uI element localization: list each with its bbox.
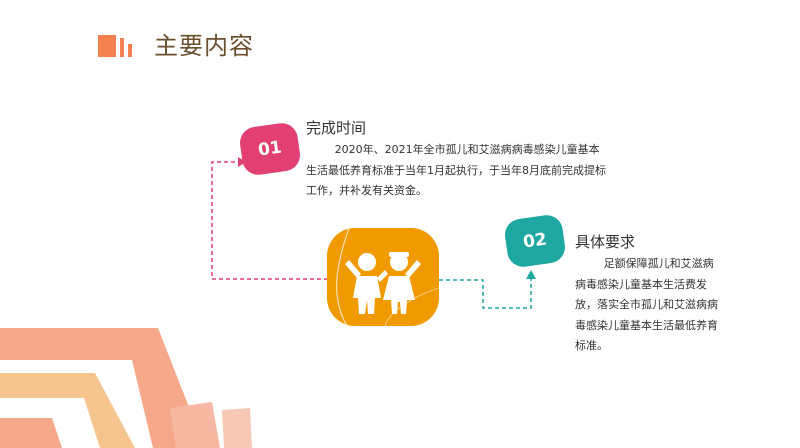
step-number: 01 <box>256 137 284 161</box>
step-badge-01: 01 <box>237 121 303 177</box>
step-badge-02: 02 <box>502 213 568 269</box>
children-playing-icon <box>336 228 439 326</box>
center-tile <box>327 228 439 326</box>
section-heading: 完成时间 <box>306 119 367 137</box>
section-heading: 具体要求 <box>575 233 636 251</box>
section-body: 2020年、2021年全市孤儿和艾滋病病毒感染儿童基本生活最低养育标准于当年1月… <box>306 143 606 197</box>
corner-frame-shapes <box>0 328 252 448</box>
page-title: 主要内容 <box>154 32 254 60</box>
connector-line-2 <box>439 278 532 309</box>
bar-chart-logo-icon <box>98 35 134 57</box>
step-number: 02 <box>521 229 549 253</box>
section-body: 足额保障孤儿和艾滋病病毒感染儿童基本生活费发放，落实全市孤儿和艾滋病病毒感染儿童… <box>575 257 718 352</box>
